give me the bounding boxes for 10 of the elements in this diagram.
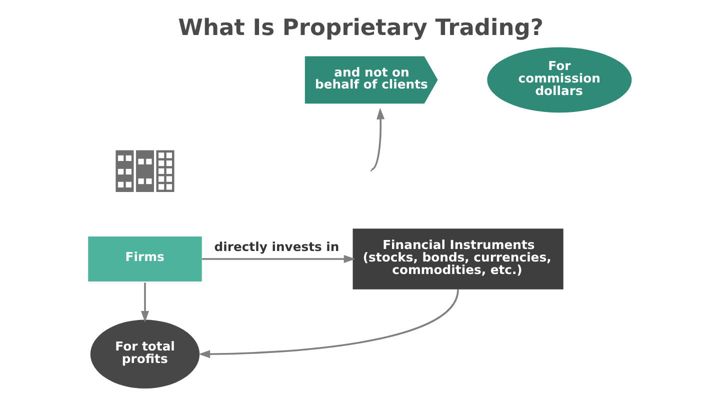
diagram-title: What Is Proprietary Trading? bbox=[178, 14, 544, 40]
arrow bbox=[198, 288, 459, 358]
node-box: Firms bbox=[88, 236, 202, 281]
arrow bbox=[140, 282, 150, 322]
edge-label: directly invests in bbox=[214, 239, 340, 254]
arrow bbox=[371, 107, 385, 170]
node-ellipse: For commission dollars bbox=[487, 46, 632, 112]
node-ellipse: For total profits bbox=[90, 319, 200, 388]
node-box: Financial Instruments (stocks, bonds, currencies, commodities, etc.) bbox=[352, 228, 564, 289]
arrow bbox=[202, 254, 356, 263]
